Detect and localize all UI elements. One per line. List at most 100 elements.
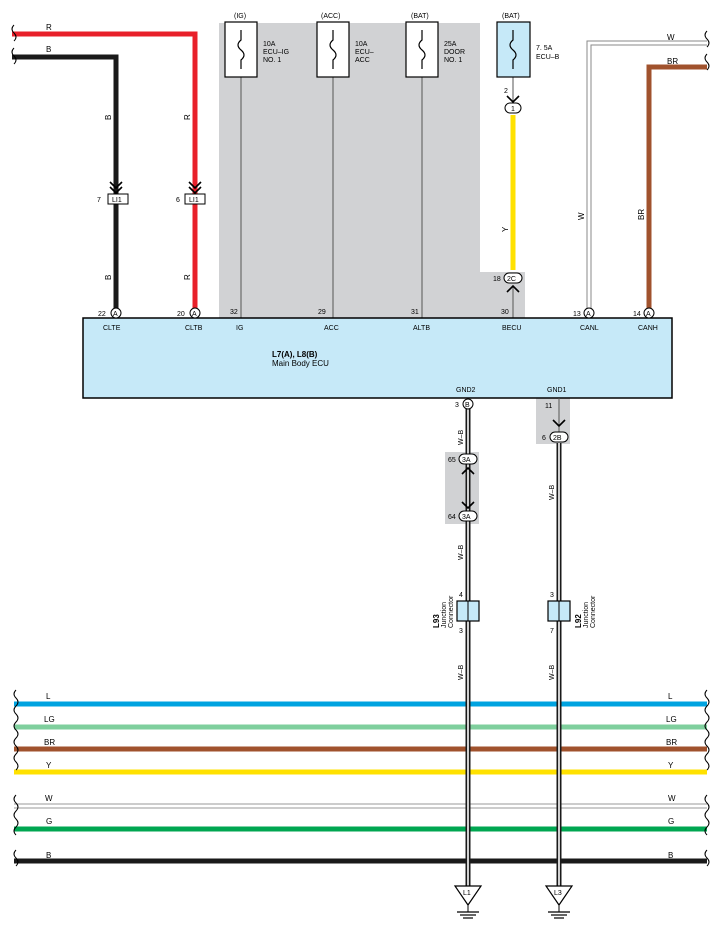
ground-l1-name: L1 bbox=[463, 890, 471, 897]
fuse-acc-source: (ACC) bbox=[321, 13, 340, 20]
jbecu-top-name: 1 bbox=[511, 106, 515, 113]
wire-y-becu: Y 1 2 2C 18 bbox=[493, 88, 523, 318]
clte-conn: A bbox=[113, 311, 118, 318]
gnd2-pin: 3 bbox=[455, 402, 459, 409]
acc-pin: 29 bbox=[318, 309, 326, 316]
gnd2-wire-label-2: W–B bbox=[458, 545, 465, 561]
gnd1-label: GND1 bbox=[547, 387, 567, 394]
bus-w-label-right: W bbox=[668, 794, 676, 803]
ecu-terminal-cltb: A 20 CLTB bbox=[177, 307, 203, 332]
bus-b-label-left: B bbox=[46, 851, 51, 860]
ecu-terminal-canl: A 13 CANL bbox=[573, 307, 599, 332]
wire-b-clte: B B B bbox=[12, 45, 119, 311]
li1-right-pin: 6 bbox=[176, 197, 180, 204]
bus-line-br: BR BR bbox=[14, 738, 707, 752]
wire-w-vert-label: W bbox=[577, 212, 586, 220]
bus-l-label-right: L bbox=[668, 692, 673, 701]
gnd2-a-pin: 65 bbox=[448, 457, 456, 464]
ground-l3-name: L3 bbox=[554, 890, 562, 897]
ground-l3: L3 bbox=[544, 885, 574, 919]
bus-b-label-right: B bbox=[668, 851, 673, 860]
bus-br-label-right: BR bbox=[666, 738, 677, 747]
fuse-ig-name2: NO. 1 bbox=[263, 57, 281, 64]
jbecu-top-pin: 2 bbox=[504, 88, 508, 95]
ig-pin: 32 bbox=[230, 309, 238, 316]
gnd2-label: GND2 bbox=[456, 387, 476, 394]
wire-r-vert-label-2: R bbox=[183, 274, 192, 280]
wire-r-vert-label-1: R bbox=[183, 114, 192, 120]
wire-br-vert-label: BR bbox=[637, 209, 646, 220]
li1-left-name: LI1 bbox=[112, 197, 122, 204]
wire-b-vert-label-1: B bbox=[104, 115, 113, 120]
fuse-ecu-b-rating: 7. 5A bbox=[536, 45, 553, 52]
jbecu-bottom-name: 2C bbox=[507, 276, 516, 283]
fuse-acc: (ACC) 10A ECU– ACC bbox=[316, 13, 374, 318]
gnd1-wire-label-1: W–B bbox=[549, 485, 556, 501]
gnd2-wire-label-3: W–B bbox=[458, 665, 465, 681]
ecu-terminal-becu: 30 BECU bbox=[501, 309, 521, 332]
wire-b-vert-label-2: B bbox=[104, 275, 113, 280]
bus-g-label-right: G bbox=[668, 817, 674, 826]
wire-y-label: Y bbox=[501, 226, 510, 232]
ecu-terminal-altb: 31 ALTB bbox=[411, 309, 430, 332]
fuse-ecu-b-name1: ECU–B bbox=[536, 54, 560, 61]
l92-pin-in: 3 bbox=[550, 592, 554, 599]
gnd1-wire-label-2: W–B bbox=[549, 665, 556, 681]
wire-br-top-label: BR bbox=[667, 57, 678, 66]
bus-lines: L L LG LG BR BR Y Y W W G G bbox=[14, 692, 707, 864]
becu-pin: 30 bbox=[501, 309, 509, 316]
cltb-conn: A bbox=[192, 311, 197, 318]
bus-line-l: L L bbox=[14, 692, 707, 707]
ig-label: IG bbox=[236, 325, 243, 332]
canl-label: CANL bbox=[580, 325, 599, 332]
wire-br-canh: BR BR bbox=[637, 57, 707, 311]
fuse-acc-name1: ECU– bbox=[355, 49, 374, 56]
junction-l92: 3 7 L92 Junction Connector bbox=[547, 592, 597, 635]
fuse-ecu-b: (BAT) 7. 5A ECU–B bbox=[496, 13, 560, 104]
clte-label: CLTE bbox=[103, 325, 121, 332]
jbecu-bottom-pin: 18 bbox=[493, 276, 501, 283]
canl-pin: 13 bbox=[573, 311, 581, 318]
bus-line-g: G G bbox=[14, 817, 707, 832]
ecu-gnd1: GND1 bbox=[547, 387, 567, 394]
ecu-terminal-canh: A 14 CANH bbox=[633, 307, 658, 332]
fuse-door-rating: 25A bbox=[444, 41, 457, 48]
clte-pin: 22 bbox=[98, 311, 106, 318]
wire-r-cltb: R R R bbox=[12, 23, 198, 311]
l93-label2: Connector bbox=[448, 595, 455, 628]
junction-l93: 4 3 L93 Junction Connector bbox=[432, 592, 480, 635]
bus-g-label-left: G bbox=[46, 817, 52, 826]
connector-li1-right: LI1 6 bbox=[176, 181, 206, 205]
fuse-door-name2: NO. 1 bbox=[444, 57, 462, 64]
bus-line-w: W W bbox=[14, 794, 707, 809]
ecu-terminal-clte: A 22 CLTE bbox=[98, 307, 122, 332]
bus-line-lg: LG LG bbox=[14, 715, 707, 730]
acc-label: ACC bbox=[324, 325, 339, 332]
l92-label2: Connector bbox=[590, 595, 597, 628]
becu-label: BECU bbox=[502, 325, 521, 332]
ecu-terminal-ig: 32 IG bbox=[230, 309, 243, 332]
li1-left-pin: 7 bbox=[97, 197, 101, 204]
break-marks-top bbox=[11, 24, 710, 71]
l92-label1: Junction bbox=[583, 602, 590, 628]
gnd2-wire-label-1: W–B bbox=[458, 430, 465, 446]
cltb-pin: 20 bbox=[177, 311, 185, 318]
ecu-name-line1: L7(A), L8(B) bbox=[272, 350, 318, 359]
junction-block-shade bbox=[219, 23, 525, 318]
li1-right-name: LI1 bbox=[189, 197, 199, 204]
altb-label: ALTB bbox=[413, 325, 430, 332]
fuse-door-source: (BAT) bbox=[411, 13, 429, 20]
connector-li1-left: LI1 7 bbox=[97, 181, 129, 205]
ground-l1: L1 bbox=[453, 885, 483, 919]
fuse-acc-name2: ACC bbox=[355, 57, 370, 64]
gnd2-conn: B bbox=[465, 402, 470, 409]
canh-pin: 14 bbox=[633, 311, 641, 318]
gnd2-a-name: 3A bbox=[462, 457, 471, 464]
gnd1-pin: 11 bbox=[545, 403, 552, 410]
ecu-name-line2: Main Body ECU bbox=[272, 359, 329, 368]
l93-pin-in: 4 bbox=[459, 592, 463, 599]
l93-id: L93 bbox=[432, 614, 441, 628]
bus-l-label-left: L bbox=[46, 692, 51, 701]
fuse-ig-source: (IG) bbox=[234, 13, 246, 20]
ecu-terminal-acc: 29 ACC bbox=[318, 309, 339, 332]
